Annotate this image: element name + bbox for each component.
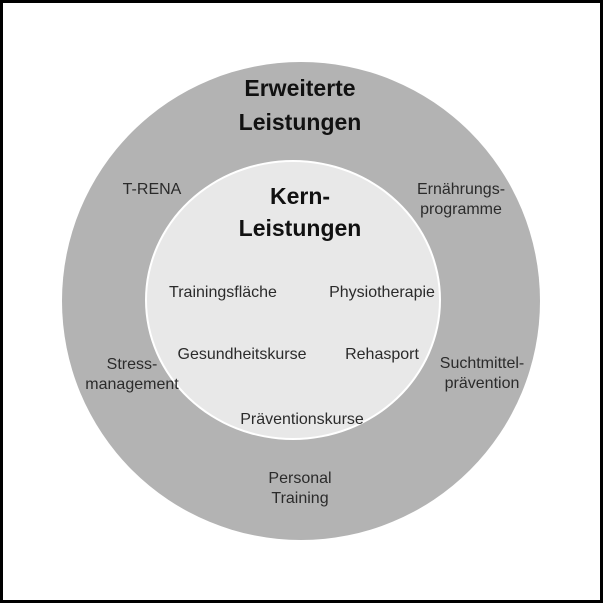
inner-circle-core-services xyxy=(145,160,441,440)
outer-item-suchtmittelpraevention: Suchtmittel- prävention xyxy=(439,355,525,392)
outer-circle-title: Erweiterte Leistungen xyxy=(238,75,362,135)
outer-item-stressmanagement: Stress- management xyxy=(85,356,179,393)
inner-circle-title: Kern- Leistungen xyxy=(238,183,362,241)
outer-item-personal-training: Personal Training xyxy=(268,470,332,507)
inner-item-trainingsflaeche: Trainingsfläche xyxy=(169,284,277,301)
inner-item-physiotherapie: Physiotherapie xyxy=(329,284,435,301)
inner-item-praeventionskurse: Präventionskurse xyxy=(240,411,364,428)
inner-item-rehasport: Rehasport xyxy=(345,346,419,363)
outer-item-t-rena: T-RENA xyxy=(122,181,182,198)
outer-item-ernaehrungsprogramme: Ernährungs- programme xyxy=(416,181,506,218)
inner-item-gesundheitskurse: Gesundheitskurse xyxy=(177,346,307,363)
